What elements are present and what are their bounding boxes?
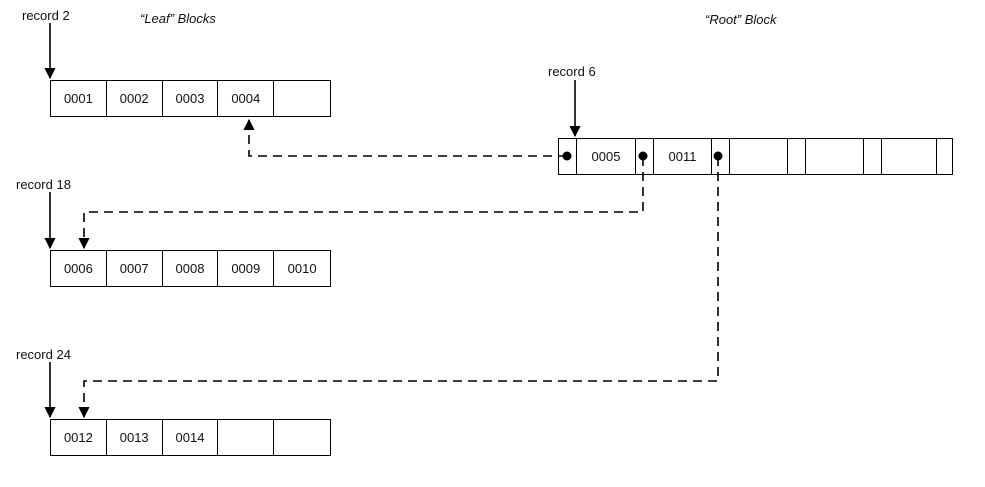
leaf-cell: 0010 <box>287 261 317 276</box>
root-key-cell-empty <box>730 139 788 174</box>
leaf-block-3: 0012 0013 0014 <box>50 419 331 456</box>
leaf-cell: 0006 <box>51 251 107 286</box>
root-pointer-cell-1 <box>559 139 577 174</box>
root-key-cell-empty <box>806 139 864 174</box>
root-block-title: “Root” Block <box>705 12 777 27</box>
record-18-label: record 18 <box>16 177 71 192</box>
root-pointer-cell-2 <box>636 139 654 174</box>
root-block: 0005 0011 <box>558 138 953 175</box>
leaf-cell-empty <box>218 420 275 455</box>
root-pointer-cell-empty <box>788 139 806 174</box>
leaf-cell-empty <box>274 420 330 455</box>
leaf-block-1: 0001 0002 0003 0004 <box>50 80 331 117</box>
root-key-cell: 0005 <box>577 139 636 174</box>
leaf-cell-empty <box>274 81 330 116</box>
pointer-line-1 <box>243 118 567 157</box>
leaf-cell: 0001 <box>51 81 107 116</box>
leaf-cell: 0004 <box>218 81 275 116</box>
leaf-cell: 0003 <box>163 81 219 116</box>
leaf-cell: 0012 <box>51 420 107 455</box>
leaf-cell: 0009 <box>218 251 275 286</box>
record-2-label: record 2 <box>22 8 70 23</box>
leaf-cell: 0014 <box>163 420 219 455</box>
leaf-cell: 0002 <box>107 81 163 116</box>
root-pointer-cell-empty <box>864 139 882 174</box>
pointer-line-3 <box>78 157 719 419</box>
leaf-blocks-title: “Leaf” Blocks <box>140 11 216 26</box>
root-key-cell-empty <box>882 139 937 174</box>
root-pointer-cell-3 <box>712 139 730 174</box>
record-24-label: record 24 <box>16 347 71 362</box>
leaf-cell: 0008 <box>163 251 219 286</box>
leaf-block-2: 0006 0007 0008 0009 0010 <box>50 250 331 287</box>
leaf-cell: 0013 <box>107 420 163 455</box>
leaf-cell: 0007 <box>107 251 163 286</box>
root-pointer-cell-empty <box>937 139 952 174</box>
root-key-cell: 0011 <box>654 139 712 174</box>
record-6-label: record 6 <box>548 64 596 79</box>
